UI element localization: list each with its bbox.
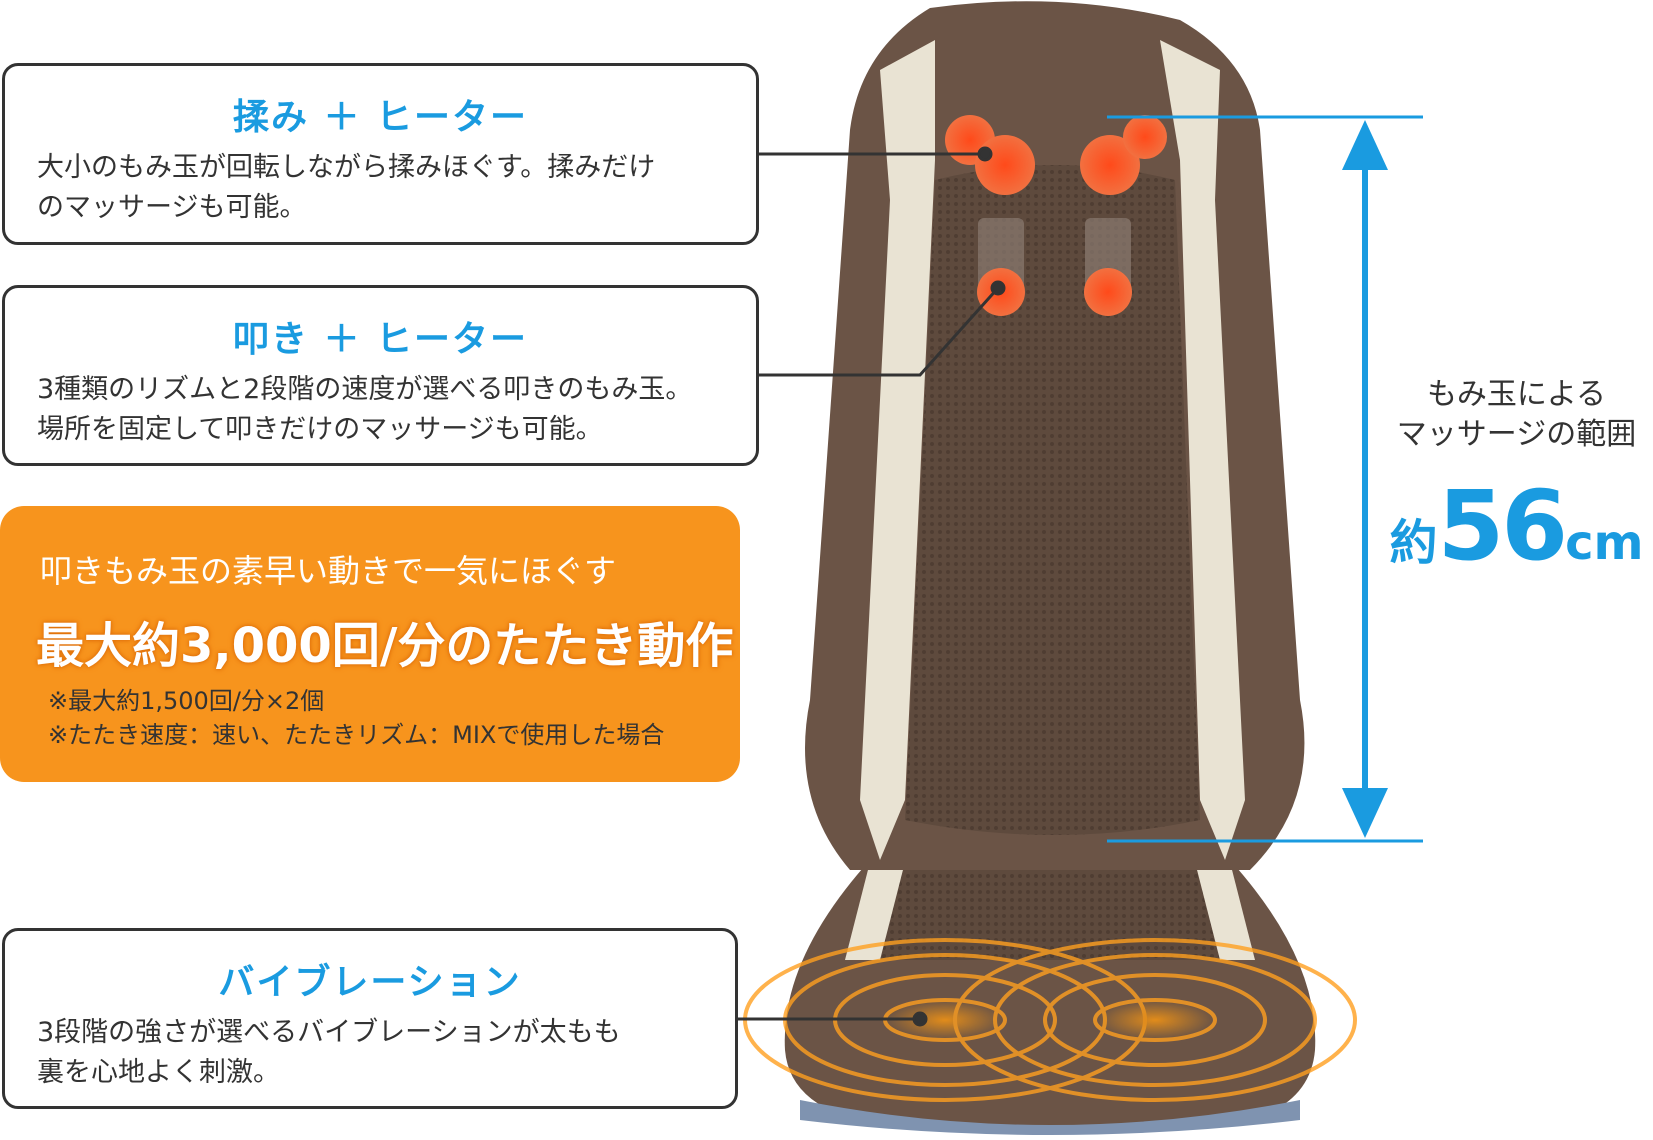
leader-lines bbox=[738, 146, 1006, 1027]
highlight-note: ※たたき速度：速い、たたきリズム：MIXで使用した場合 bbox=[48, 721, 665, 749]
range-number: 56 bbox=[1437, 470, 1568, 582]
callout-vibration: バイブレーション 3段階の強さが選べるバイブレーションが太もも 裏を心地よく刺激… bbox=[2, 928, 738, 1109]
callout-kneading-heater: 揉み ＋ ヒーター 大小のもみ玉が回転しながら揉みほぐす。揉みだけ のマッサージ… bbox=[2, 63, 759, 245]
callout-text: のマッサージも可能。 bbox=[37, 192, 307, 223]
tapping-heater-balls bbox=[977, 218, 1132, 316]
range-prefix: 約 bbox=[1389, 515, 1438, 571]
range-value: 約56cm bbox=[1380, 470, 1653, 582]
callout-title: 叩き ＋ ヒーター bbox=[232, 319, 529, 360]
callout-text: 3種類のリズムと2段階の速度が選べる叩きのもみ玉。 bbox=[37, 374, 693, 405]
callout-title: 揉み ＋ ヒーター bbox=[232, 97, 529, 138]
tapping-speed-highlight: 叩きもみ玉の素早い動きで一気にほぐす 最大約3,000回/分のたたき動作 ※最大… bbox=[0, 506, 740, 782]
highlight-headline: 最大約3,000回/分のたたき動作 bbox=[36, 618, 734, 674]
highlight-note: ※最大約1,500回/分×2個 bbox=[48, 687, 325, 715]
callout-text: 大小のもみ玉が回転しながら揉みほぐす。揉みだけ bbox=[37, 152, 656, 183]
range-label: もみ玉による マッサージの範囲 bbox=[1380, 375, 1653, 455]
range-dimension-arrow bbox=[1107, 115, 1423, 843]
callout-text: 3段階の強さが選べるバイブレーションが太もも bbox=[37, 1017, 621, 1048]
callout-title: バイブレーション bbox=[218, 962, 522, 1003]
range-label-line: もみ玉による bbox=[1426, 377, 1607, 412]
range-label-line: マッサージの範囲 bbox=[1396, 417, 1637, 452]
highlight-lead: 叩きもみ玉の素早い動きで一気にほぐす bbox=[40, 552, 617, 590]
callout-tapping-heater: 叩き ＋ ヒーター 3種類のリズムと2段階の速度が選べる叩きのもみ玉。 場所を固… bbox=[2, 285, 759, 466]
callout-text: 場所を固定して叩きだけのマッサージも可能。 bbox=[37, 414, 603, 445]
callout-text: 裏を心地よく刺激。 bbox=[37, 1057, 280, 1088]
range-unit: cm bbox=[1565, 515, 1644, 571]
